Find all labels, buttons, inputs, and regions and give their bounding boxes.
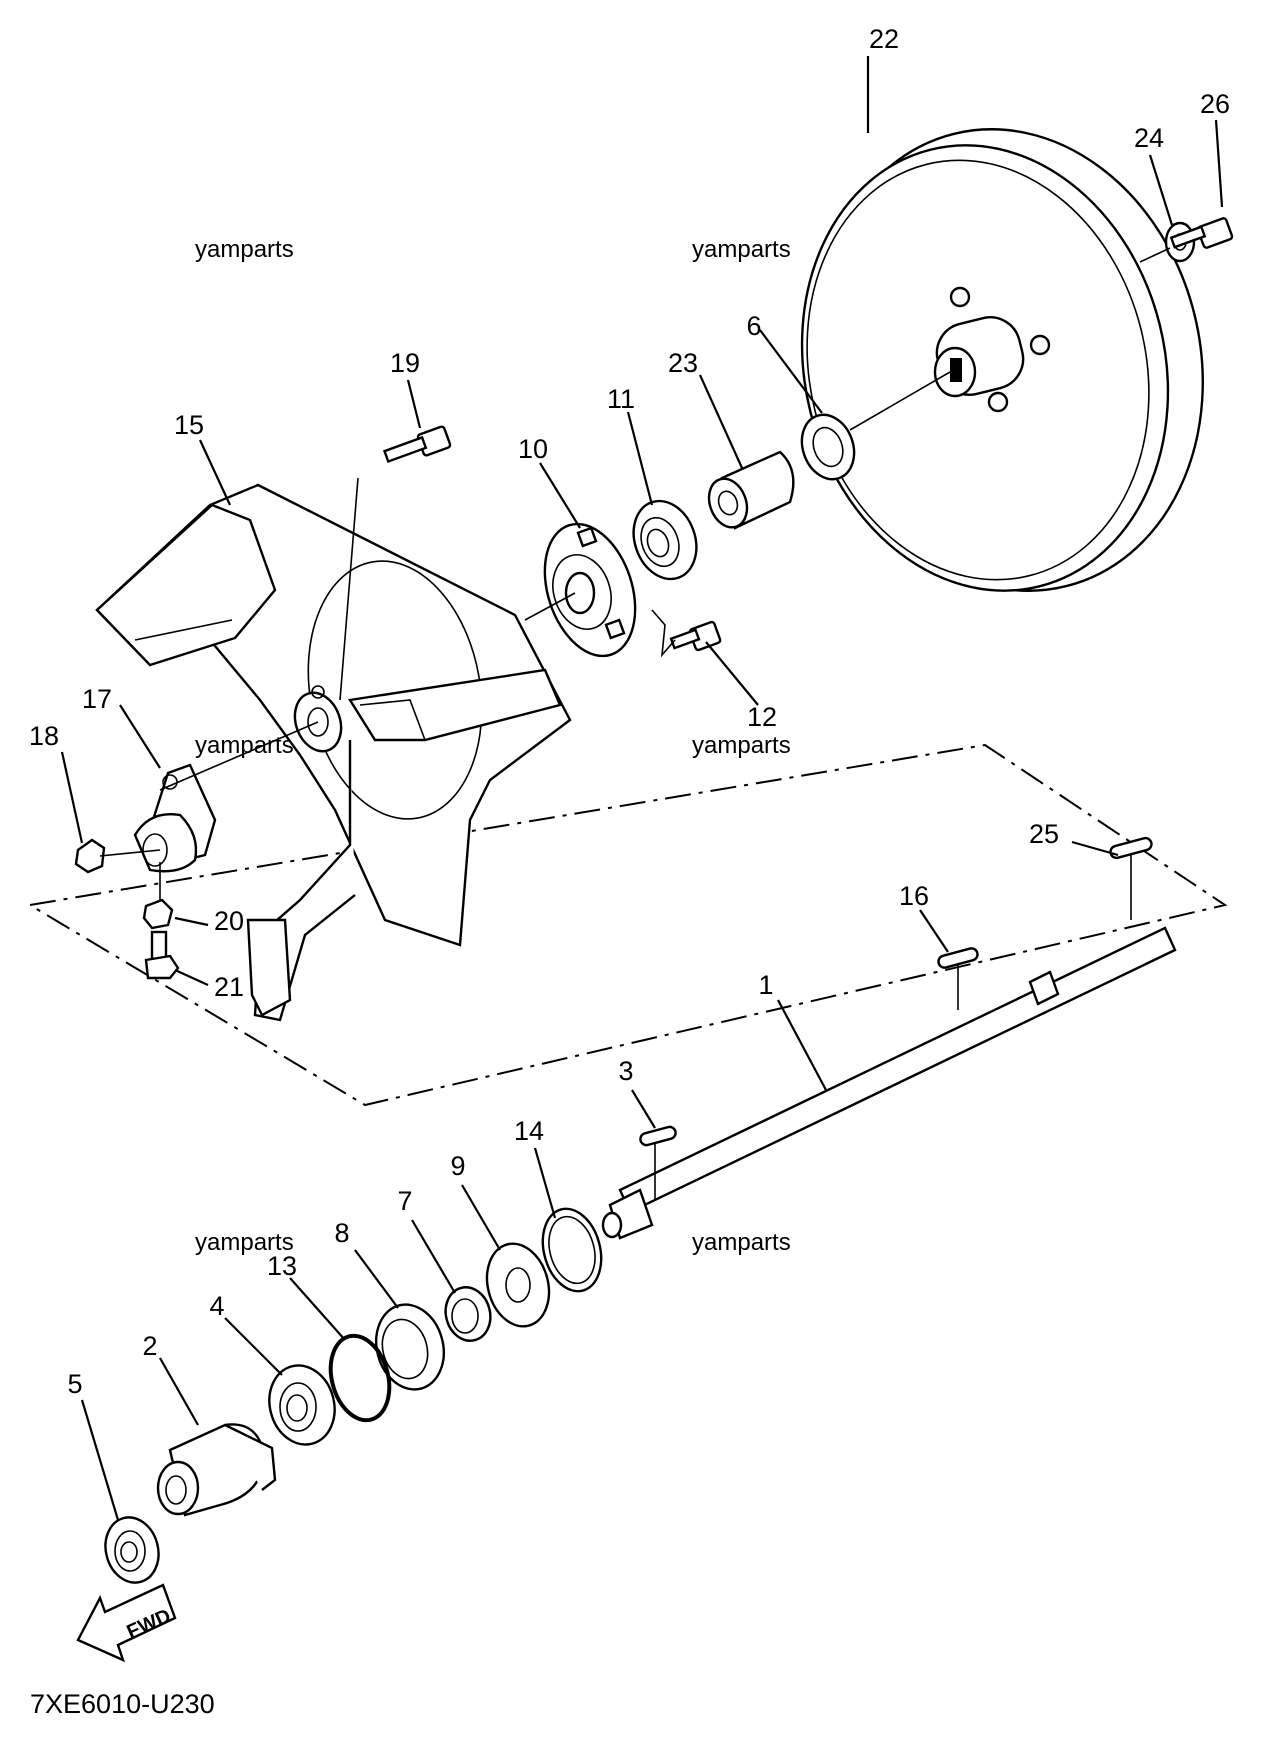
part-15-guard bbox=[95, 483, 572, 1022]
part-7-seal bbox=[444, 1286, 492, 1342]
diagram-code: 7XE6010-U230 bbox=[30, 1689, 215, 1719]
leader-lines bbox=[60, 56, 1224, 1521]
part-1-shaft bbox=[601, 926, 1177, 1240]
part-6-washer bbox=[800, 413, 856, 481]
part-10-bearing-housing bbox=[543, 522, 637, 658]
part-20-nut bbox=[142, 898, 174, 930]
part-14-circlip bbox=[541, 1207, 603, 1293]
part-16-key bbox=[937, 947, 979, 969]
part-5-bearing bbox=[104, 1516, 160, 1584]
callout-6: 6 bbox=[746, 311, 761, 341]
part-13-o-ring bbox=[328, 1333, 392, 1423]
callout-20: 20 bbox=[214, 906, 244, 936]
assembly-axis-lines bbox=[99, 247, 1171, 1200]
callout-9: 9 bbox=[450, 1151, 465, 1181]
part-22-pulley bbox=[800, 128, 1204, 592]
watermark-text: yamparts bbox=[692, 732, 791, 759]
part-8-sleeve bbox=[375, 1303, 445, 1391]
part-2-housing bbox=[156, 1423, 277, 1517]
watermark-text: yamparts bbox=[195, 732, 294, 759]
callout-19: 19 bbox=[390, 348, 420, 378]
callout-4: 4 bbox=[209, 1291, 224, 1321]
callout-labels: 22 26 24 6 23 11 10 19 15 17 18 20 21 12… bbox=[29, 24, 1230, 1399]
callout-25: 25 bbox=[1029, 819, 1059, 849]
callout-1: 1 bbox=[758, 970, 773, 1000]
callout-11: 11 bbox=[607, 384, 635, 414]
callout-26: 26 bbox=[1200, 89, 1230, 119]
callout-16: 16 bbox=[899, 881, 929, 911]
callout-5: 5 bbox=[67, 1369, 82, 1399]
callout-2: 2 bbox=[142, 1331, 157, 1361]
callout-3: 3 bbox=[618, 1056, 633, 1086]
callout-8: 8 bbox=[334, 1218, 349, 1248]
callout-23: 23 bbox=[668, 348, 698, 378]
callout-24: 24 bbox=[1134, 123, 1164, 153]
part-23-spacer bbox=[707, 450, 795, 530]
watermarks: yamparts yamparts yamparts yamparts yamp… bbox=[195, 236, 791, 1256]
part-4-bearing bbox=[268, 1364, 336, 1446]
part-17-bracket bbox=[133, 763, 217, 873]
watermark-text: yamparts bbox=[195, 1229, 294, 1256]
part-9-washer bbox=[485, 1242, 551, 1328]
part-18-nut bbox=[74, 838, 106, 874]
watermark-text: yamparts bbox=[692, 236, 791, 263]
callout-22: 22 bbox=[869, 24, 899, 54]
watermark-text: yamparts bbox=[692, 1229, 791, 1256]
callout-10: 10 bbox=[518, 434, 548, 464]
part-26-bolt bbox=[1169, 217, 1234, 249]
part-3-key bbox=[639, 1125, 677, 1147]
part-19-bolt bbox=[339, 425, 452, 701]
callout-15: 15 bbox=[174, 410, 204, 440]
part-12-bolt bbox=[651, 609, 722, 658]
part-11-bearing bbox=[632, 499, 698, 581]
callout-12: 12 bbox=[747, 702, 777, 732]
callout-17: 17 bbox=[82, 684, 112, 714]
callout-18: 18 bbox=[29, 721, 59, 751]
callout-14: 14 bbox=[514, 1116, 544, 1146]
watermark-text: yamparts bbox=[195, 236, 294, 263]
subassembly-boundary bbox=[27, 743, 1228, 1107]
part-21-bolt bbox=[144, 930, 180, 980]
callout-7: 7 bbox=[397, 1186, 412, 1216]
callout-13: 13 bbox=[267, 1251, 297, 1281]
forward-arrow-icon: FWD bbox=[76, 1583, 177, 1663]
callout-21: 21 bbox=[214, 972, 244, 1002]
